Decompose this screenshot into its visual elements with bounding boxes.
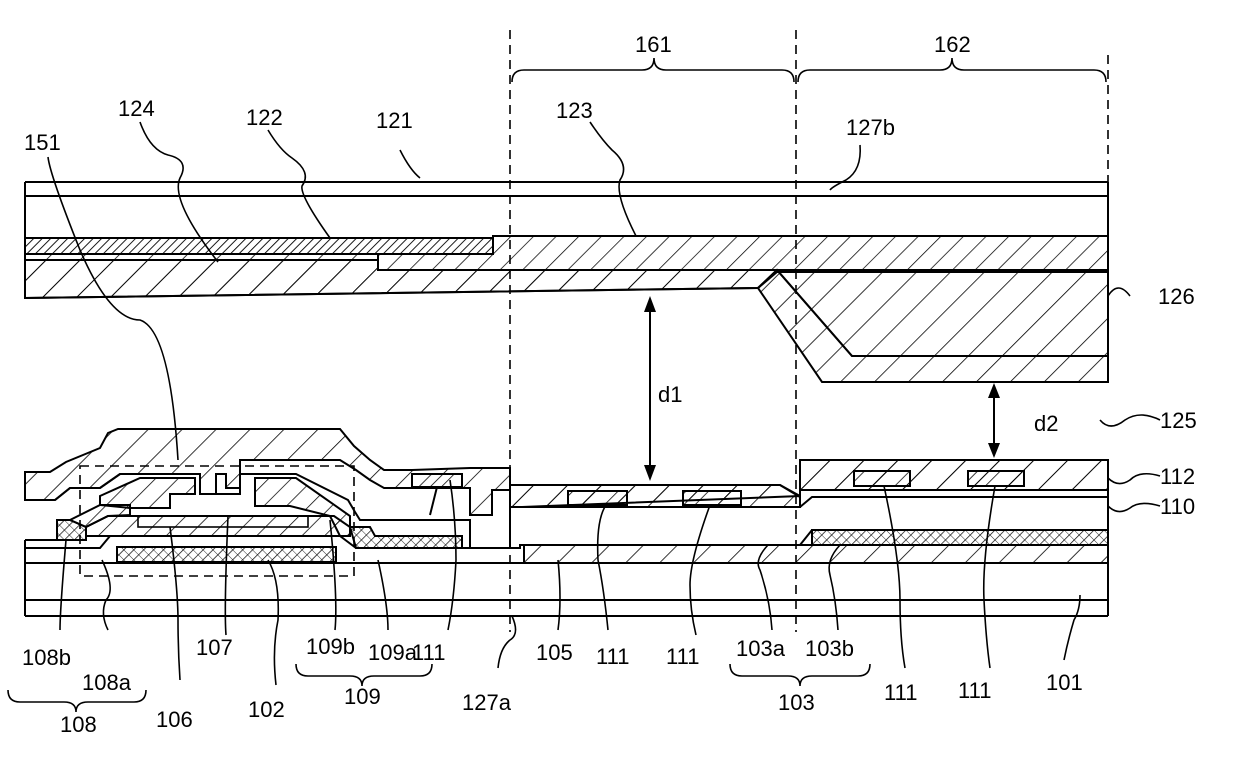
label-127a: 127a	[462, 690, 512, 715]
pixel-electrode-111-b	[568, 491, 627, 505]
label-123: 123	[556, 98, 593, 123]
label-103b: 103b	[805, 636, 854, 661]
label-161: 161	[635, 32, 672, 57]
label-109b: 109b	[306, 634, 355, 659]
brace-161	[512, 58, 794, 82]
black-matrix-122	[25, 238, 493, 254]
label-162: 162	[934, 32, 971, 57]
label-103: 103	[778, 690, 815, 715]
gap-arrow-d2	[988, 383, 1000, 458]
label-109: 109	[344, 684, 381, 709]
label-103a: 103a	[736, 636, 786, 661]
label-d1: d1	[658, 382, 682, 407]
label-106: 106	[156, 707, 193, 732]
label-105: 105	[536, 640, 573, 665]
label-111-d: 111	[884, 680, 917, 705]
label-112: 112	[1160, 464, 1195, 489]
label-107: 107	[196, 635, 233, 660]
label-108: 108	[60, 712, 97, 737]
label-101: 101	[1046, 670, 1083, 695]
label-125: 125	[1160, 408, 1197, 433]
drain-layer-109a	[350, 527, 462, 548]
label-110: 110	[1160, 494, 1195, 519]
pixel-electrode-111-a	[412, 474, 462, 487]
label-111-e: 111	[958, 678, 991, 703]
common-electrode-103b	[812, 530, 1108, 545]
label-127b: 127b	[846, 115, 895, 140]
label-102: 102	[248, 697, 285, 722]
label-108b: 108b	[22, 645, 71, 670]
layer-103a	[524, 545, 1108, 563]
source-top-108b	[100, 478, 195, 508]
label-151: 151	[24, 130, 61, 155]
label-111-b: 111	[596, 644, 629, 669]
label-111-a: 111	[412, 640, 445, 665]
label-124: 124	[118, 96, 155, 121]
semiconductor-107	[86, 516, 350, 536]
label-108a: 108a	[82, 670, 132, 695]
gap-arrow-d1	[644, 296, 656, 481]
brace-103	[730, 664, 870, 686]
label-122: 122	[246, 105, 283, 130]
brace-162	[798, 58, 1106, 82]
brace-109	[296, 664, 432, 686]
label-111-c: 111	[666, 644, 699, 669]
pixel-electrode-111-d	[854, 471, 910, 486]
label-121: 121	[376, 108, 413, 133]
pixel-electrode-111-e	[968, 471, 1024, 486]
label-109a: 109a	[368, 640, 418, 665]
label-126: 126	[1158, 284, 1195, 309]
label-d2: d2	[1034, 411, 1058, 436]
pixel-electrode-111-c	[683, 491, 741, 505]
